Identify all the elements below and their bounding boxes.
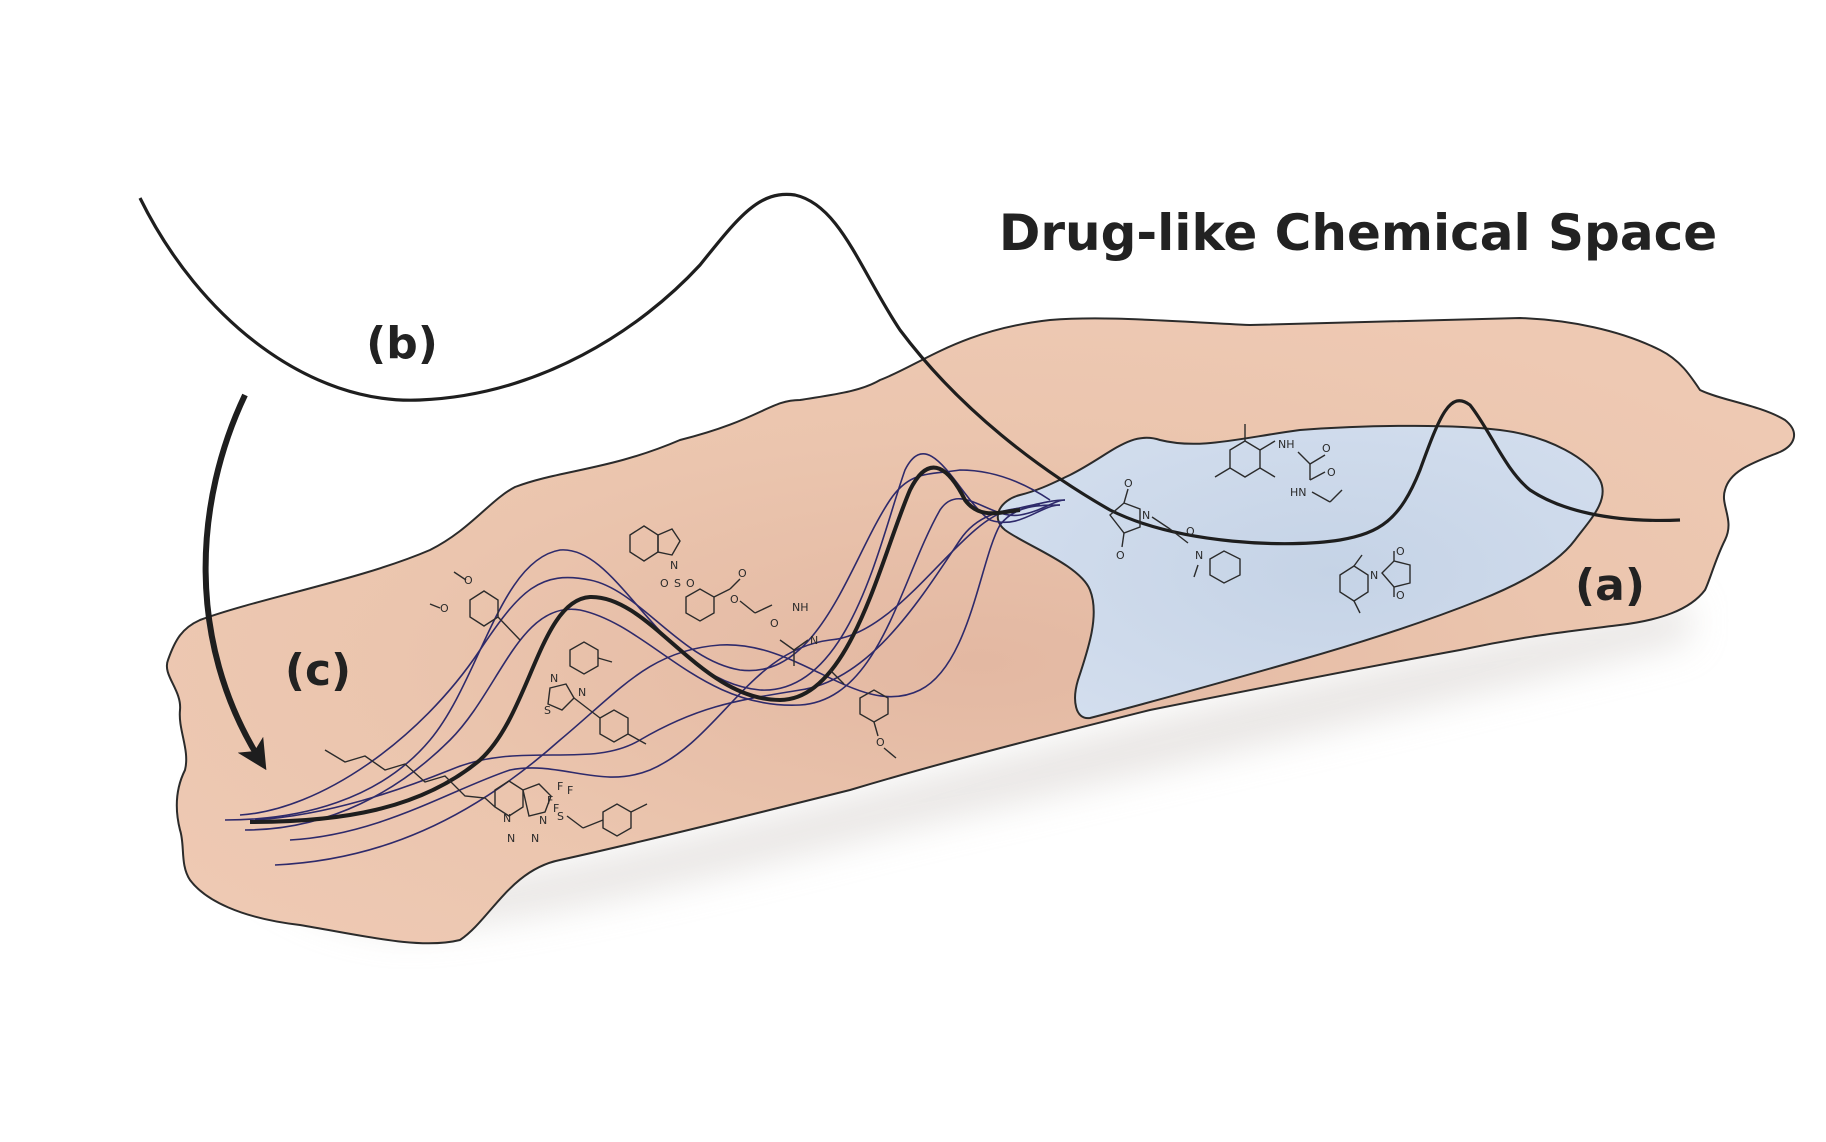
- atom-f: F: [557, 780, 563, 793]
- atom-o: O: [1396, 545, 1405, 558]
- atom-o: O: [1322, 442, 1331, 455]
- chemical-space-shadow: [205, 600, 1690, 930]
- atom-n: N: [670, 559, 678, 572]
- label-b: (b): [366, 318, 438, 369]
- exploration-path: [289, 499, 1066, 841]
- energy-curve-b: [138, 192, 1681, 546]
- atom-o: O: [440, 602, 449, 615]
- optimization-curve-c: [249, 465, 1021, 824]
- atom-n: N: [810, 634, 818, 647]
- molecule-c4: F F F F N N N N S: [324, 749, 648, 845]
- atom-n: N: [1370, 569, 1378, 582]
- atom-hn: HN: [1290, 486, 1307, 499]
- atom-n: N: [507, 832, 515, 845]
- exploration-path: [239, 469, 1051, 816]
- molecule-a2: O N O O N: [1109, 477, 1241, 584]
- label-c: (c): [285, 645, 351, 696]
- molecule-c3: N O: [779, 634, 897, 759]
- atom-nh: NH: [1278, 438, 1295, 451]
- exploration-path: [274, 504, 1061, 866]
- atom-o: O: [1186, 525, 1195, 538]
- atom-o: O: [1396, 589, 1405, 602]
- atom-o: O: [730, 593, 739, 606]
- atom-o: O: [1327, 466, 1336, 479]
- label-a: (a): [1575, 560, 1645, 611]
- atom-n: N: [578, 686, 586, 699]
- chemical-space-region: [165, 316, 1795, 945]
- known-region-a: [996, 424, 1604, 720]
- atom-f: F: [553, 802, 559, 815]
- atom-o: O: [770, 617, 779, 630]
- atom-n: N: [1195, 549, 1203, 562]
- atom-n: N: [539, 814, 547, 827]
- navigation-arrow: [202, 393, 267, 771]
- molecule-a3: N O O: [1339, 545, 1411, 614]
- molecule-a1: NH O O HN: [1214, 424, 1343, 503]
- atom-f: F: [567, 784, 573, 797]
- atom-o: O: [464, 574, 473, 587]
- atom-o: O: [660, 577, 669, 590]
- atom-nh: NH: [792, 601, 809, 614]
- atom-o: O: [738, 567, 747, 580]
- atom-n: N: [531, 832, 539, 845]
- atom-o: O: [1124, 477, 1133, 490]
- diagram-title: Drug-like Chemical Space: [999, 204, 1717, 262]
- exploration-path: [254, 504, 1041, 821]
- atom-s: S: [557, 810, 564, 823]
- molecule-c1: N O S O O O O NH: [629, 525, 809, 630]
- atom-s: S: [544, 704, 551, 717]
- atom-f: F: [547, 794, 553, 807]
- atom-o: O: [686, 577, 695, 590]
- atom-n: N: [550, 672, 558, 685]
- atom-o: O: [1116, 549, 1125, 562]
- atom-n: N: [503, 812, 511, 825]
- exploration-path: [244, 497, 1066, 831]
- atom-s: S: [674, 577, 681, 590]
- atom-o: O: [876, 736, 885, 749]
- atom-n: N: [1142, 509, 1150, 522]
- molecule-c2: O O N S N: [429, 571, 647, 745]
